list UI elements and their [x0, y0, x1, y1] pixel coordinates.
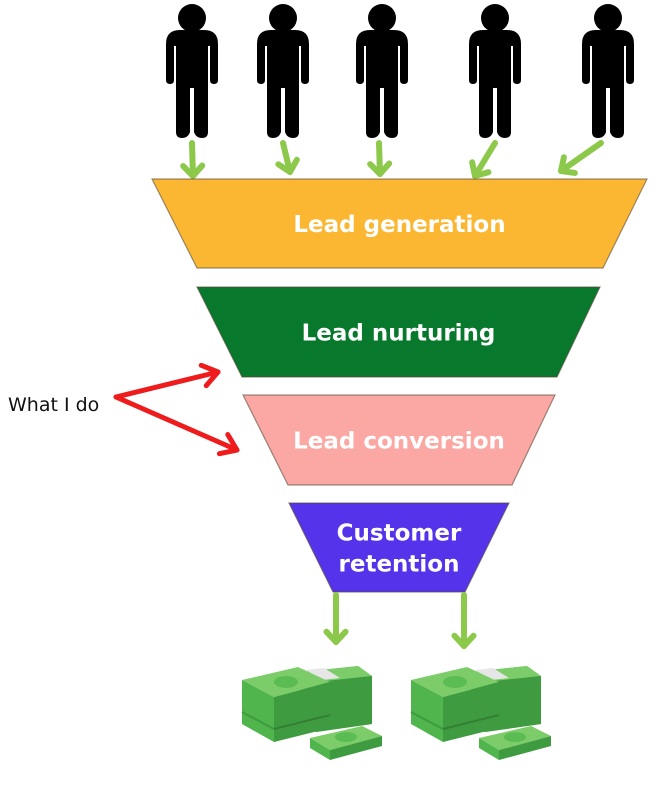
annotation: What I do — [8, 362, 240, 457]
people-arrows — [180, 140, 604, 179]
stage-label: retention — [339, 551, 460, 577]
person-icon — [469, 4, 521, 138]
what-i-do-label: What I do — [8, 394, 99, 416]
flow-arrow-icon — [323, 592, 349, 645]
output-arrows — [323, 592, 477, 649]
funnel-segment — [196, 286, 601, 378]
person-icon — [257, 4, 309, 138]
flow-arrow-icon — [180, 140, 206, 179]
lead-conversion-stage: Lead conversion — [242, 394, 556, 486]
flow-arrow-icon — [558, 140, 604, 176]
flow-arrow-icon — [367, 140, 393, 177]
stage-label: Customer — [337, 520, 462, 546]
lead-generation-stage: Lead generation — [151, 178, 648, 269]
people-row — [166, 4, 634, 138]
person-icon — [166, 4, 218, 138]
stage-label: Lead nurturing — [302, 320, 496, 346]
flow-arrow-icon — [469, 140, 498, 179]
funnel-segment — [242, 394, 556, 486]
person-icon — [356, 4, 408, 138]
flow-arrow-icon — [451, 592, 477, 649]
funnel-segment — [151, 178, 648, 269]
flow-arrow-icon — [275, 140, 300, 175]
customer-retention-stage: Customer retention — [288, 502, 510, 593]
lead-nurturing-stage: Lead nurturing — [196, 286, 601, 378]
stage-label: Lead conversion — [293, 428, 505, 454]
money-stack-icon — [241, 666, 382, 760]
person-icon — [582, 4, 634, 138]
money-row — [241, 666, 551, 760]
annotation-arrow-nurturing — [113, 362, 221, 400]
money-stack-icon — [410, 666, 551, 760]
stage-label: Lead generation — [293, 212, 505, 238]
funnel-segment — [288, 502, 510, 593]
annotation-arrow-conversion — [113, 394, 240, 457]
